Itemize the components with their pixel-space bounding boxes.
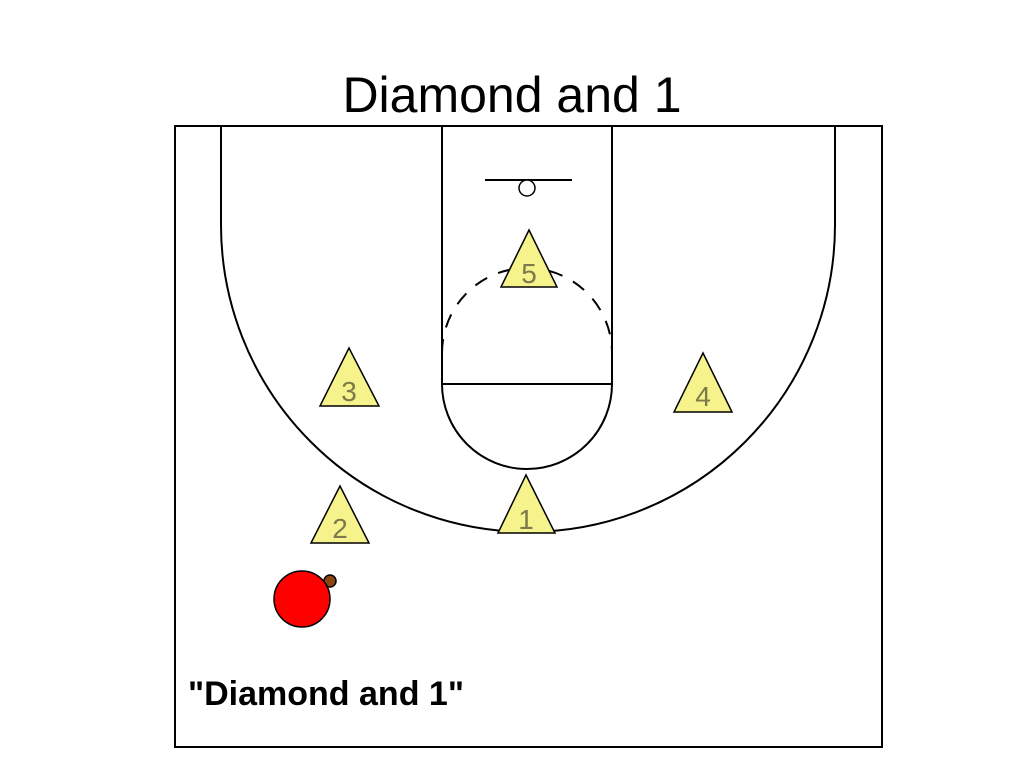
player-5-label: 5	[521, 258, 537, 289]
player-3-marker: 3	[318, 346, 381, 407]
triangle-icon	[496, 473, 557, 534]
player-2-label: 2	[332, 513, 348, 544]
player-5-marker: 5	[499, 228, 559, 289]
player-4-marker: 4	[672, 351, 734, 413]
lane-key	[441, 125, 613, 385]
rim	[518, 179, 536, 197]
triangle-icon	[309, 484, 371, 544]
free-throw-circle-solid	[441, 383, 613, 470]
player-1-marker: 1	[496, 473, 557, 535]
basketball-marker-icon	[273, 570, 337, 628]
ball-circle	[273, 570, 331, 628]
court-boundary	[174, 125, 883, 748]
player-4-label: 4	[695, 381, 711, 412]
triangle-icon	[499, 228, 559, 288]
court-diagram: 5 3 4 1 2	[174, 125, 883, 748]
player-3-label: 3	[341, 376, 357, 407]
triangle-icon	[672, 351, 734, 413]
triangle-icon	[318, 346, 381, 407]
player-1-label: 1	[518, 504, 534, 535]
player-2-marker: 2	[309, 484, 371, 544]
slide-title: Diamond and 1	[342, 67, 682, 123]
court-svg: 5 3 4 1 2	[174, 125, 883, 748]
diagram-caption: "Diamond and 1"	[188, 675, 464, 713]
